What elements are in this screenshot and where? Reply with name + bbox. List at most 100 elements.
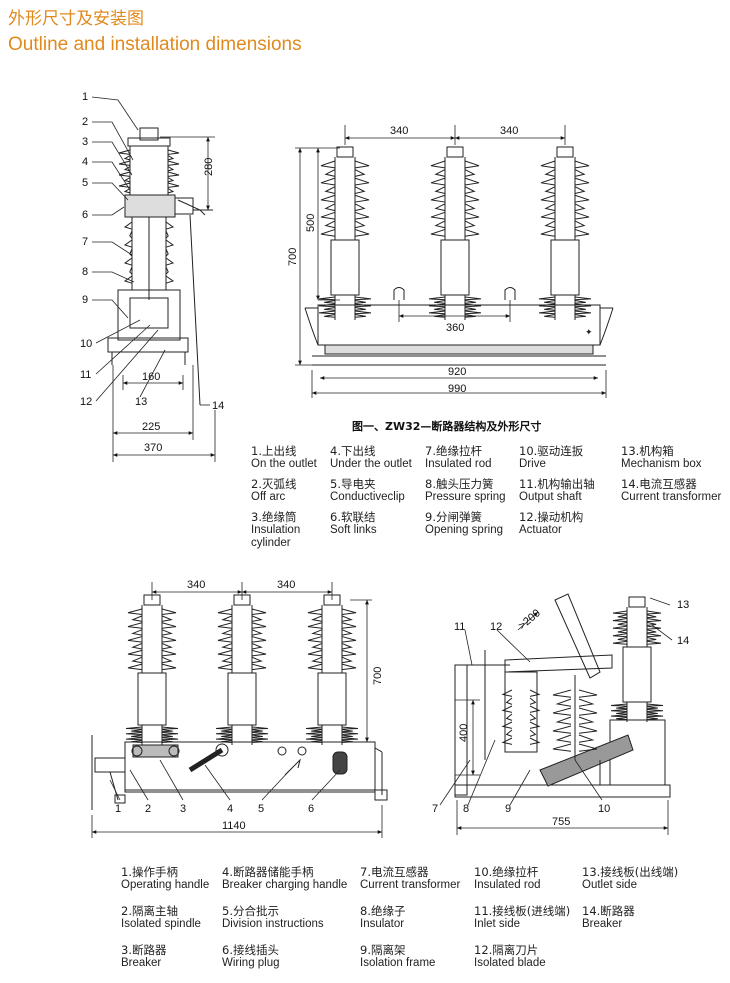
dim-front-990: 990 — [448, 383, 466, 395]
legend-item-cn: 6.接线插头 — [222, 943, 279, 957]
legend-item-cn: 6.软联结 — [330, 510, 376, 524]
legend-item-en: Current transformer — [621, 491, 722, 503]
legend-item-en: Inlet side — [474, 918, 521, 930]
legend-item-en: Output shaft — [519, 491, 582, 503]
figure-caption: 图一、ZW32—断路器结构及外形尺寸 — [352, 420, 542, 433]
dim-br-200: >200 — [516, 607, 543, 632]
legend-item-cn: 8.触头压力簧 — [425, 477, 494, 491]
legend-item-en: Breaker — [582, 918, 623, 930]
legend-item-en: Drive — [519, 458, 546, 470]
side-callout-11: 11 — [80, 369, 91, 381]
legend-item-en: Actuator — [519, 524, 562, 536]
legend-item-cn: 1.操作手柄 — [121, 865, 178, 879]
side-callout-7: 7 — [82, 236, 88, 248]
legend-item-en: Wiring plug — [222, 957, 280, 969]
bottom-left-view-dimensions — [91, 582, 383, 838]
bottom-right-view-leaders — [439, 597, 673, 806]
front-view-drawing: ✦ — [304, 146, 614, 366]
legend-item-en: Breaker charging handle — [222, 879, 348, 891]
dim-br-400: 400 — [458, 724, 470, 742]
legend-item-cn: 7.电流互感器 — [360, 865, 429, 879]
legend-item-cn: 3.绝缘筒 — [251, 510, 297, 524]
front-view-dimensions — [295, 125, 607, 398]
bl-callout-3: 3 — [180, 803, 186, 815]
bottom-left-view-drawing — [91, 594, 388, 810]
bl-callout-5: 5 — [258, 803, 264, 815]
legend-item: 11.接线板(进线端)Inlet side — [474, 905, 570, 931]
legend-item: 13.接线板(出线端)Outlet side — [582, 866, 678, 892]
side-callout-9: 9 — [82, 294, 88, 306]
bl-callout-4: 4 — [227, 803, 233, 815]
bottom-right-callout-labels: 7 8 9 10 11 12 13 14 — [432, 599, 689, 815]
br-callout-13: 13 — [677, 599, 689, 611]
legend-item-cn: 5.分合批示 — [222, 904, 279, 918]
dim-br-755: 755 — [552, 816, 570, 828]
side-callout-1: 1 — [82, 91, 88, 103]
side-view-leaders — [91, 96, 210, 406]
legend-item-en: Insulation — [251, 524, 301, 536]
side-callout-13: 13 — [135, 396, 147, 408]
legend-item-cn: 13.机构箱 — [621, 444, 674, 458]
legend-item-en: Under the outlet — [330, 458, 412, 470]
legend-item-en: cylinder — [251, 537, 291, 549]
br-callout-8: 8 — [463, 803, 469, 815]
side-callout-2: 2 — [82, 116, 88, 128]
legend-item-cn: 14.断路器 — [582, 904, 635, 918]
dim-side-280: 280 — [203, 158, 215, 176]
side-callout-5: 5 — [82, 177, 88, 189]
side-callout-8: 8 — [82, 266, 88, 278]
legend-item-cn: 2.灭弧线 — [251, 477, 297, 491]
br-callout-10: 10 — [598, 803, 610, 815]
side-view-callout-labels: 1 2 3 4 5 6 7 8 9 10 11 12 13 14 — [80, 91, 224, 412]
br-callout-11: 11 — [454, 621, 465, 633]
br-callout-12: 12 — [490, 621, 502, 633]
page-title-cn: 外形尺寸及安装图 — [8, 9, 144, 28]
bl-callout-1: 1 — [115, 803, 121, 815]
legend-item-cn: 7.绝缘拉杆 — [425, 444, 482, 458]
legend-item-cn: 9.分闸弹簧 — [425, 510, 482, 524]
bl-callout-2: 2 — [145, 803, 151, 815]
legend-item-cn: 13.接线板(出线端) — [582, 865, 679, 879]
dim-front-500: 500 — [305, 214, 317, 232]
legend-item-cn: 10.绝缘拉杆 — [474, 865, 539, 879]
side-view-drawing — [107, 127, 213, 406]
dim-front-700: 700 — [287, 248, 299, 266]
legend-item-en: Conductiveclip — [330, 491, 405, 503]
legend-item-en: Off arc — [251, 491, 286, 503]
legend-item-en: Division instructions — [222, 918, 324, 930]
legend-item-en: Isolated spindle — [121, 918, 201, 930]
legend-item-en: Pressure spring — [425, 491, 506, 503]
dim-bl-340b: 340 — [277, 579, 295, 591]
legend-item-cn: 5.导电夹 — [330, 477, 376, 491]
legend-item-cn: 2.隔离主轴 — [121, 904, 178, 918]
legend-item-en: Isolated blade — [474, 957, 546, 969]
legend-item-en: Insulated rod — [425, 458, 492, 470]
dim-side-160: 160 — [142, 371, 160, 383]
legend-item-en: On the outlet — [251, 458, 317, 470]
legend-item-en: Breaker — [121, 957, 162, 969]
dim-bl-700: 700 — [372, 667, 384, 685]
br-callout-7: 7 — [432, 803, 438, 815]
side-callout-6: 6 — [82, 209, 88, 221]
dim-front-360: 360 — [446, 322, 464, 334]
legend-item-en: Mechanism box — [621, 458, 702, 470]
bottom-left-view-leaders — [109, 759, 341, 801]
